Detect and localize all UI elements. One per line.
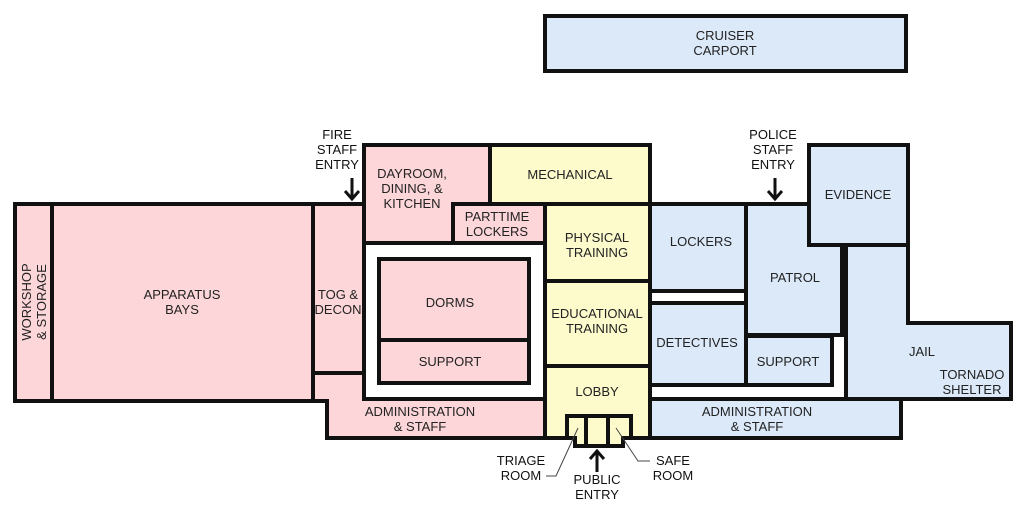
- label-jail: JAIL: [909, 344, 935, 359]
- triage-leader-line: [546, 427, 579, 477]
- room-police-support: [744, 334, 834, 387]
- label-fire-admin: ADMINISTRATION& STAFF: [365, 404, 475, 434]
- fire-entry-arrow-icon: [343, 178, 361, 202]
- label-mechanical: MECHANICAL: [527, 167, 612, 182]
- room-apparatus-bays: [50, 202, 315, 403]
- label-dayroom: DAYROOM,DINING, &KITCHEN: [377, 166, 447, 211]
- room-dorms: [377, 257, 531, 342]
- room-cruiser-carport: [543, 14, 908, 73]
- label-detectives: DETECTIVES: [656, 335, 738, 350]
- label-patrol: PATROL: [770, 270, 820, 285]
- room-educational-training: [543, 279, 652, 368]
- label-police-admin: ADMINISTRATION& STAFF: [702, 404, 812, 434]
- room-workshop-storage: [13, 202, 54, 403]
- room-police-admin: [648, 397, 903, 440]
- room-evidence: [807, 143, 910, 247]
- safe-room-leader-line: [615, 427, 650, 462]
- label-lobby: LOBBY: [575, 384, 619, 399]
- label-police-support: SUPPORT: [757, 354, 820, 369]
- public-entry-arrow-icon: [588, 448, 606, 472]
- room-fire-support: [377, 338, 531, 385]
- label-tog-decon: TOG &DECON: [315, 287, 362, 317]
- room-mechanical: [488, 143, 652, 206]
- label-fire-support: SUPPORT: [419, 354, 482, 369]
- label-evidence: EVIDENCE: [825, 187, 892, 202]
- label-workshop-storage: WORKSHOP& STORAGE: [19, 263, 49, 340]
- label-police-lockers: LOCKERS: [670, 234, 732, 249]
- label-dorms: DORMS: [426, 295, 475, 310]
- police-entry-arrow-icon: [766, 178, 784, 202]
